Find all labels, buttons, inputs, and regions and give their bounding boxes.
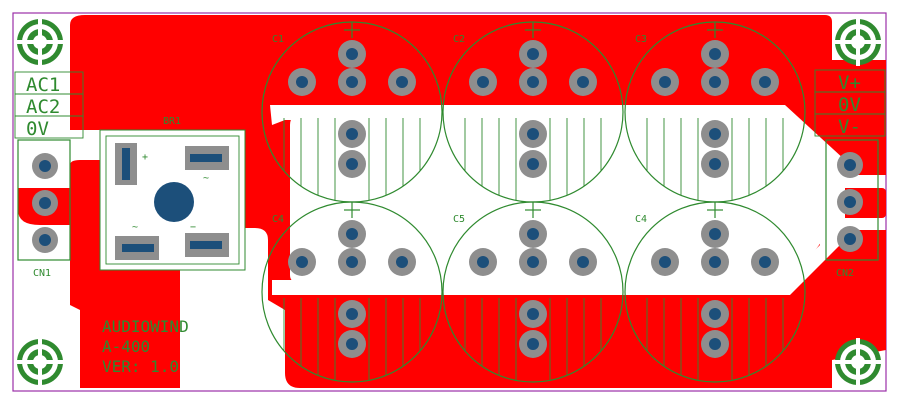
capacitor-drill — [709, 128, 721, 140]
capacitor-drill — [709, 256, 721, 268]
left-terminal-label: AC1 — [26, 74, 60, 96]
capacitor-drill — [759, 256, 771, 268]
capacitor-drill — [527, 128, 539, 140]
copper-trace-ac2 — [18, 188, 100, 225]
capacitor-drill — [477, 256, 489, 268]
capacitor-drill — [527, 76, 539, 88]
mount-hole-top-right — [834, 18, 882, 66]
bridge-ref: BR1 — [163, 116, 181, 127]
capacitor-4: C4 — [261, 201, 443, 383]
bridge-ac-symbol: ~ — [203, 173, 209, 184]
capacitor-drill — [709, 158, 721, 170]
capacitor-drill — [346, 128, 358, 140]
capacitor-drill — [527, 48, 539, 60]
capacitor-drill — [759, 76, 771, 88]
bridge-plus-symbol: + — [142, 152, 148, 163]
capacitor-drill — [527, 308, 539, 320]
marking-line-1: AUDIOWIND — [102, 317, 189, 336]
capacitor-drill — [527, 158, 539, 170]
connector-label-right: CN2 — [836, 268, 854, 279]
right-terminal-label: 0V — [838, 94, 861, 116]
bridge-minus-symbol: − — [190, 222, 196, 233]
capacitor-drill — [709, 48, 721, 60]
capacitor-ref: C1 — [272, 34, 284, 45]
connector-cn2: CN2 — [825, 139, 879, 279]
capacitor-ref: C3 — [635, 34, 647, 45]
bridge-rectifier: BR1 + ~ ~ − — [99, 116, 246, 271]
capacitor-drill — [709, 308, 721, 320]
capacitor-drill — [527, 228, 539, 240]
mount-hole-bottom-right — [834, 338, 882, 386]
capacitor-drill — [659, 76, 671, 88]
capacitor-drill — [346, 76, 358, 88]
capacitor-6: C4 — [624, 201, 806, 383]
capacitor-5: C5 — [442, 201, 624, 383]
capacitor-drill — [346, 158, 358, 170]
right-terminal-label: V- — [838, 116, 861, 138]
capacitor-drill — [709, 338, 721, 350]
bridge-ac-symbol-2: ~ — [132, 222, 138, 233]
capacitor-ref: C5 — [453, 214, 465, 225]
capacitor-drill — [709, 76, 721, 88]
capacitor-drill — [396, 256, 408, 268]
capacitor-drill — [296, 256, 308, 268]
capacitor-drill — [346, 48, 358, 60]
left-terminal-label: 0V — [26, 118, 49, 140]
capacitor-drill — [346, 338, 358, 350]
capacitor-ref: C4 — [635, 214, 647, 225]
capacitor-ref: C4 — [272, 214, 284, 225]
right-terminal-label: V+ — [838, 72, 861, 94]
board-marking: AUDIOWIND A-400 VER: 1.0 — [102, 317, 189, 376]
marking-line-2: A-400 — [102, 337, 150, 356]
left-terminal-label: AC2 — [26, 96, 60, 118]
capacitor-drill — [296, 76, 308, 88]
clearance-rail — [270, 105, 845, 295]
capacitor-drill — [659, 256, 671, 268]
capacitor-drill — [527, 338, 539, 350]
connector-label-left: CN1 — [33, 268, 51, 279]
left-terminal-labels: AC1 AC2 0V — [14, 71, 84, 140]
capacitor-drill — [577, 76, 589, 88]
capacitor-drill — [346, 308, 358, 320]
capacitor-drill — [577, 256, 589, 268]
capacitor-drill — [396, 76, 408, 88]
bridge-center-hole — [154, 182, 194, 222]
capacitor-drill — [477, 76, 489, 88]
capacitor-drill — [346, 228, 358, 240]
clearance-islands — [270, 105, 845, 295]
capacitor-drill — [527, 256, 539, 268]
mounting-holes — [16, 18, 882, 386]
right-terminal-labels: V+ 0V V- — [814, 69, 886, 138]
marking-line-3: VER: 1.0 — [102, 357, 179, 376]
mount-hole-bottom-left — [16, 338, 64, 386]
capacitor-1: C1 — [261, 21, 443, 203]
connector-cn1: CN1 — [17, 139, 71, 279]
capacitor-ref: C2 — [453, 34, 465, 45]
capacitor-drill — [709, 228, 721, 240]
mount-hole-top-left — [16, 18, 64, 66]
capacitor-drill — [346, 256, 358, 268]
